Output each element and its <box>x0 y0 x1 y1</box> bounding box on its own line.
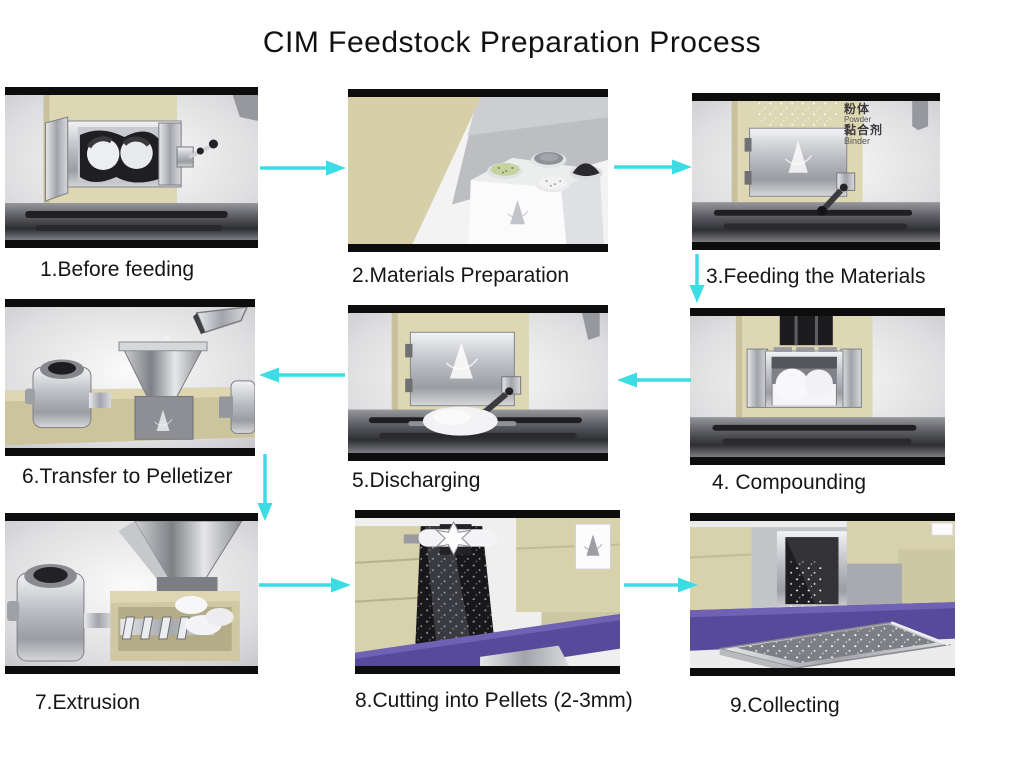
letterbox-top <box>690 513 955 521</box>
collecting-scene <box>690 521 955 668</box>
left-clamp <box>7 564 113 662</box>
extrudate-rod <box>403 520 498 556</box>
white-compound <box>772 368 836 406</box>
khaki-blocks <box>355 518 620 666</box>
step-4-label: 4. Compounding <box>712 471 867 494</box>
cutting-scene <box>355 518 620 666</box>
letterbox-bottom <box>5 448 255 456</box>
flow-arrow-8-9 <box>624 577 698 593</box>
mixer-open-scene <box>5 95 258 240</box>
materials-cube <box>468 151 604 244</box>
step-9-label: 9.Collecting <box>730 694 840 717</box>
extrusion-scene <box>5 521 258 666</box>
letterbox-bottom <box>690 457 945 465</box>
star-cutter-icon <box>435 520 473 556</box>
step-3-label: 3.Feeding the Materials <box>706 265 926 288</box>
step-3-image: 粉体 Powder 黏合剂 Binder <box>692 101 940 242</box>
step-9-panel <box>690 513 955 676</box>
feeding-scene <box>692 101 940 242</box>
white-material <box>175 596 234 635</box>
dish-granules-green <box>487 162 523 180</box>
step-8-image <box>355 518 620 666</box>
letterbox-top <box>5 513 258 521</box>
mixer-door <box>744 127 856 216</box>
discharge-doorway <box>751 527 847 615</box>
powder-binder-annotation: 粉体 Powder 黏合剂 Binder <box>844 103 883 146</box>
letterbox-top <box>348 89 608 97</box>
feed-chute <box>193 307 248 335</box>
step-6-panel <box>5 299 255 456</box>
discharging-scene <box>348 313 608 453</box>
step-5-image <box>348 313 608 453</box>
discharged-compound <box>408 406 517 436</box>
compounding-scene <box>690 316 945 457</box>
pelletizer-hopper <box>118 335 208 440</box>
letterbox-bottom <box>5 666 258 674</box>
binder-cn-label: 黏合剂 <box>844 122 884 137</box>
step-2-panel <box>348 89 608 252</box>
letterbox-bottom <box>5 240 258 248</box>
tray-edge <box>480 645 570 666</box>
right-clamp <box>219 380 255 434</box>
letterbox-top <box>355 510 620 518</box>
logo-sign <box>574 523 611 570</box>
flow-arrow-2-3 <box>614 159 692 175</box>
step-2-label: 2.Materials Preparation <box>352 264 570 287</box>
letterbox-top <box>692 93 940 101</box>
letterbox-top <box>5 87 258 95</box>
dish-powder-gray <box>531 151 567 168</box>
mixer-door <box>405 331 522 420</box>
page-title: CIM Feedstock Preparation Process <box>262 26 762 59</box>
flow-arrow-3-4 <box>689 254 705 303</box>
step-1-label: 1.Before feeding <box>40 258 195 281</box>
step-6-label: 6.Transfer to Pelletizer <box>22 465 233 488</box>
transfer-scene <box>5 307 255 448</box>
step-9-image <box>690 521 955 668</box>
mixer-machine <box>44 116 219 202</box>
flow-arrow-7-8 <box>259 577 351 593</box>
flow-arrow-1-2 <box>260 160 346 176</box>
materials-scene <box>348 97 608 244</box>
cutting-channel <box>410 526 504 666</box>
step-5-label: 5.Discharging <box>352 469 481 492</box>
khaki-blocks <box>690 521 955 613</box>
step-7-label: 7.Extrusion <box>35 691 141 714</box>
left-clamp <box>25 359 111 429</box>
cutaway-barrel <box>110 591 240 661</box>
letterbox-bottom <box>348 244 608 252</box>
open-chamber <box>746 347 862 408</box>
letterbox-bottom <box>355 666 620 674</box>
dish-binder-black <box>569 163 603 181</box>
flow-arrow-6-7 <box>257 454 273 521</box>
binder-en-label: Binder <box>844 135 871 146</box>
letterbox-top <box>348 305 608 313</box>
letterbox-top <box>5 299 255 307</box>
step-7-panel <box>5 513 258 674</box>
powder-en-label: Powder <box>844 114 872 124</box>
flow-arrow-5-6 <box>259 367 345 383</box>
letterbox-top <box>690 308 945 316</box>
step-4-image <box>690 316 945 457</box>
screw-flights <box>121 616 190 640</box>
collecting-tray <box>719 621 952 668</box>
step-1-panel <box>5 87 258 248</box>
letterbox-bottom <box>690 668 955 676</box>
step-6-image <box>5 307 255 448</box>
step-3-panel: 粉体 Powder 黏合剂 Binder <box>692 93 940 250</box>
step-7-image <box>5 521 258 666</box>
step-8-panel <box>355 510 620 674</box>
step-5-panel <box>348 305 608 461</box>
flow-arrow-4-5 <box>617 372 691 388</box>
letterbox-bottom <box>692 242 940 250</box>
step-8-label: 8.Cutting into Pellets (2-3mm) <box>355 689 633 712</box>
letterbox-bottom <box>348 453 608 461</box>
dish-powder-white <box>535 176 571 193</box>
powder-cn-label: 粉体 <box>844 102 871 116</box>
hopper <box>118 521 243 591</box>
step-4-panel <box>690 308 945 465</box>
step-2-image <box>348 97 608 244</box>
step-1-image <box>5 95 258 240</box>
